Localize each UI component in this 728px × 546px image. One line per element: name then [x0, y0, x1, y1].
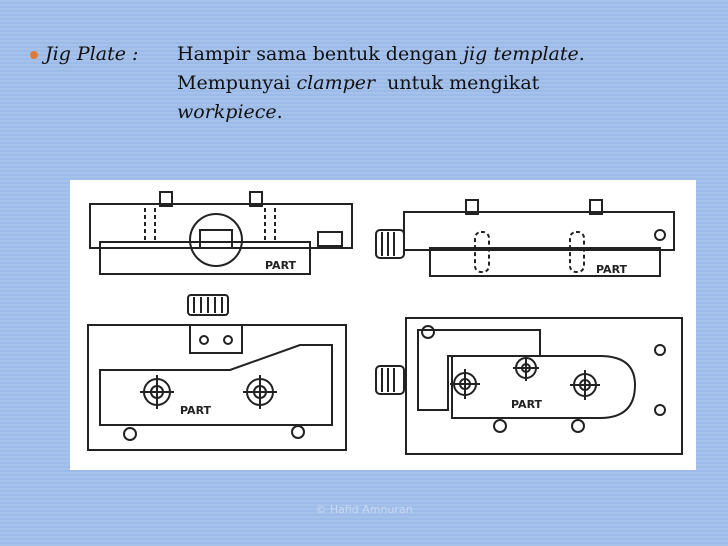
locating-pin [493, 419, 507, 433]
knurled-knob [375, 365, 405, 395]
top-left-side-view [89, 191, 353, 275]
locating-pin [654, 229, 666, 241]
clamp-arm [417, 329, 541, 411]
line3-italic: workpiece [177, 101, 277, 123]
part-outline [99, 241, 311, 275]
bushing [249, 191, 263, 207]
jig-plate-drawing: PART PART PART PART [87, 191, 683, 455]
line2-text: Mempunyai [177, 72, 297, 94]
bushing [159, 191, 173, 207]
clamp-knob-circle [189, 213, 243, 267]
plate-outline [403, 211, 675, 251]
part-label-1: PART [265, 259, 297, 272]
locating-pin [571, 419, 585, 433]
line-3: workpiece. [177, 98, 283, 127]
footer-credit: © Hafid Amnuran [315, 503, 413, 516]
plate-outline [87, 324, 347, 451]
knurled-knob [187, 294, 229, 316]
bottom-left-plan-view [87, 294, 347, 451]
locating-pin [291, 425, 305, 439]
jig-plate-figure: PART PART PART PART [70, 180, 696, 470]
part-outline [99, 344, 333, 426]
clamp-pad [317, 231, 343, 247]
bushing [589, 199, 603, 215]
line1-body: Hampir sama bentuk dengan jig template. [177, 40, 585, 69]
plate-outline [405, 317, 683, 455]
bullet-icon [30, 51, 38, 59]
line1-text: Hampir sama bentuk dengan [177, 43, 464, 65]
part-outline [451, 355, 637, 419]
line3-end: . [276, 101, 283, 123]
part-outline [429, 247, 661, 277]
line1-italic: jig template [463, 43, 579, 65]
part-label-2: PART [596, 263, 628, 276]
line1-end: . [578, 43, 585, 65]
bushing [465, 199, 479, 215]
term-jig-plate: Jig Plate : [45, 43, 139, 65]
locating-pin [123, 427, 137, 441]
line2-italic: clamper [296, 72, 376, 94]
clamp-block [189, 324, 243, 354]
knurled-knob [375, 229, 405, 259]
part-label-4: PART [511, 398, 543, 411]
top-right-side-view [375, 199, 675, 277]
bottom-right-plan-view [375, 317, 683, 455]
clamp-block [199, 229, 233, 249]
part-label-3: PART [180, 404, 212, 417]
line-2: Mempunyai clamper untuk mengikat [177, 69, 539, 98]
line2-end: untuk mengikat [375, 72, 540, 94]
